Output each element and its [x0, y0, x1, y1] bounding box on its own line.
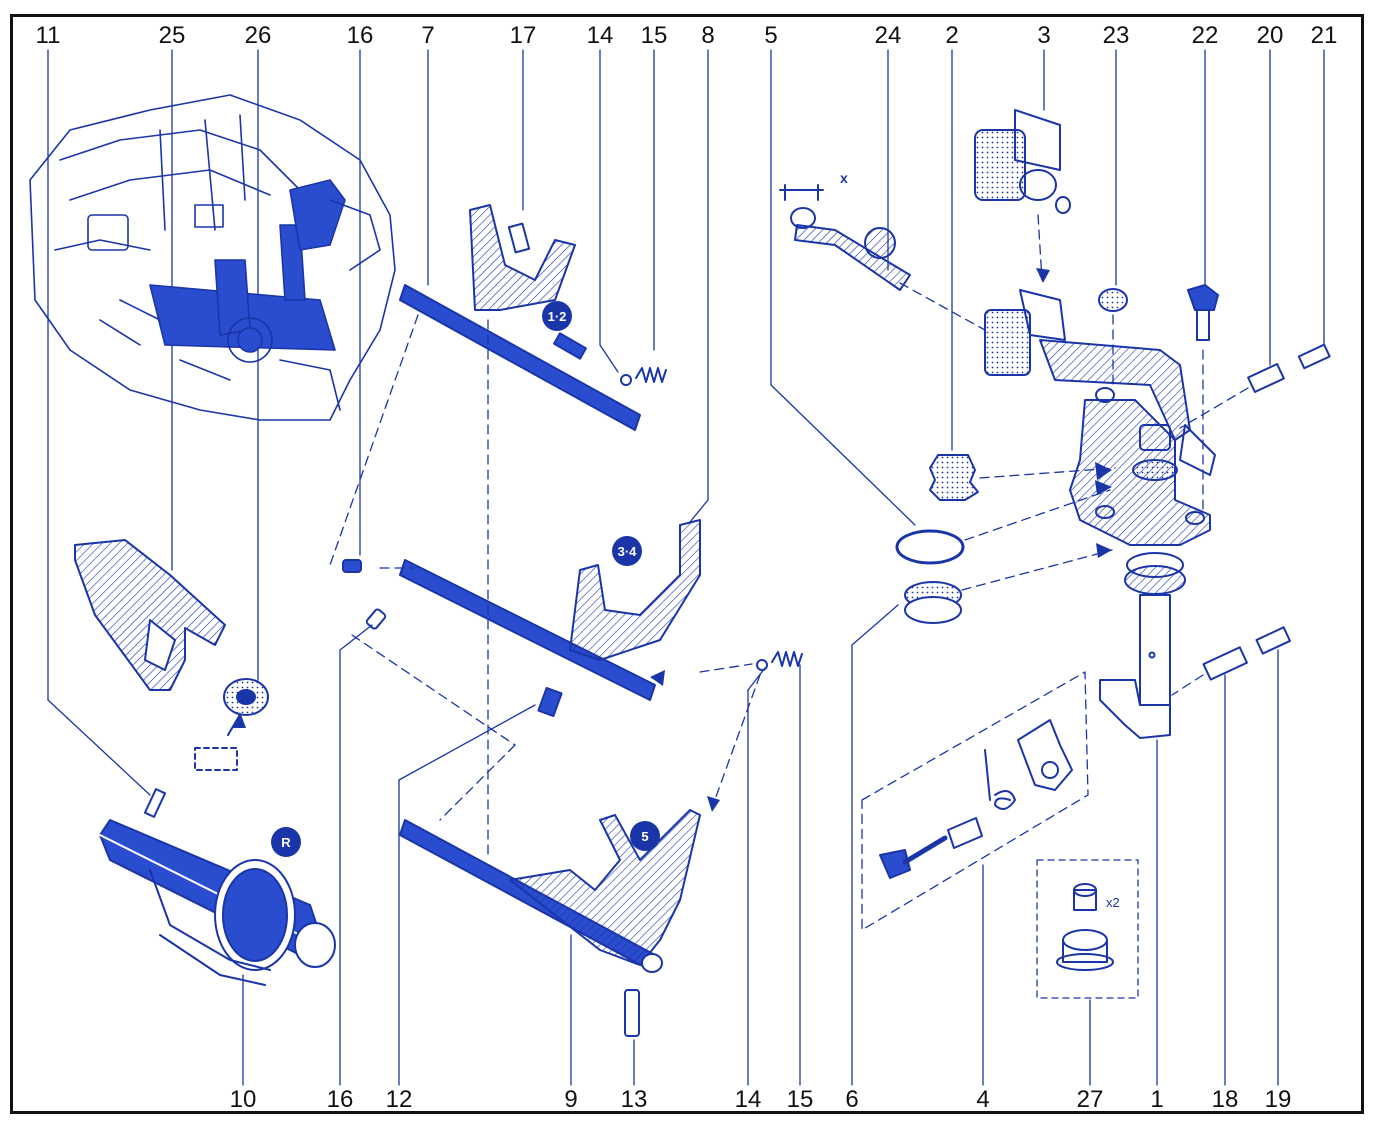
callout-20-top: 20 — [1256, 22, 1284, 49]
callout-15-top: 15 — [640, 22, 668, 49]
badge-third-fourth: 3·4 — [612, 536, 642, 566]
callout-9-bottom: 9 — [564, 1086, 578, 1113]
part-20-21-pins — [1179, 343, 1331, 429]
callout-8-top: 8 — [701, 22, 715, 49]
dimension-x-label: x — [840, 170, 848, 186]
callout-26-top: 26 — [244, 22, 272, 49]
part-7-first-second-fork — [399, 204, 641, 431]
callout-2-top: 2 — [945, 22, 959, 49]
detent-spring-top — [620, 367, 667, 386]
callout-14-bottom: 14 — [734, 1086, 762, 1113]
callout-27-bottom: 27 — [1076, 1086, 1104, 1113]
callout-24-top: 24 — [874, 22, 902, 49]
callout-6-bottom: 6 — [845, 1086, 859, 1113]
leader-lines-top — [47, 49, 1325, 796]
part-1-selector-shaft — [1099, 552, 1186, 739]
part-23-bushing — [1098, 288, 1128, 386]
callout-3-top: 3 — [1037, 22, 1051, 49]
leader-lines-bottom — [242, 604, 1279, 1086]
part-16-interlock-pins — [342, 559, 387, 630]
callout-11-top: 11 — [35, 22, 61, 49]
callout-16-top: 16 — [346, 22, 374, 49]
gearbox-casing-illustration — [29, 94, 396, 421]
part-8-third-fourth-fork — [399, 519, 701, 718]
part-5-o-ring — [895, 489, 1111, 565]
badge-third-fourth-text: 3·4 — [618, 544, 638, 559]
part-26-bush — [194, 678, 269, 771]
diagram-frame — [10, 14, 1364, 1114]
part-10-reverse-shaft — [99, 819, 336, 986]
arrowheads — [232, 268, 1112, 812]
callout-23-top: 23 — [1102, 22, 1130, 49]
badge-first-second-text: 1·2 — [548, 309, 567, 324]
badge-reverse-text: R — [281, 835, 291, 850]
callout-13-bottom: 13 — [620, 1086, 648, 1113]
callout-1-bottom: 1 — [1150, 1086, 1164, 1113]
callout-17-top: 17 — [509, 22, 537, 49]
part-2-rubber-boot — [929, 454, 1116, 501]
callout-7-top: 7 — [421, 22, 435, 49]
quantity-x2-label: x2 — [1106, 895, 1120, 910]
badge-fifth: 5 — [630, 821, 660, 851]
callout-25-top: 25 — [158, 22, 186, 49]
part-4-spring-kit — [861, 671, 1089, 931]
part-22-bolt — [1187, 284, 1219, 511]
callout-12-bottom: 12 — [385, 1086, 413, 1113]
badge-reverse: R — [271, 827, 301, 857]
callout-4-bottom: 4 — [976, 1086, 990, 1113]
part-24-link-rod — [779, 184, 986, 331]
badge-first-second: 1·2 — [542, 301, 572, 331]
callout-5-top: 5 — [764, 22, 778, 49]
badge-fifth-text: 5 — [641, 829, 648, 844]
callout-22-top: 22 — [1191, 22, 1219, 49]
callout-15-bottom: 15 — [786, 1086, 814, 1113]
callout-10-bottom: 10 — [229, 1086, 257, 1113]
part-11-roll-pin — [143, 788, 167, 818]
callout-14-top: 14 — [586, 22, 614, 49]
callout-16-bottom: 16 — [326, 1086, 354, 1113]
part-18-19-pins — [1171, 626, 1291, 696]
selector-lever-assembly — [984, 289, 1216, 546]
callout-21-top: 21 — [1310, 22, 1338, 49]
callout-18-bottom: 18 — [1211, 1086, 1239, 1113]
part-13-pin — [624, 989, 640, 1037]
interlock-dash-lines — [329, 314, 761, 856]
part-3-ball-joint — [974, 109, 1071, 281]
part-25-selector-plate — [74, 539, 226, 691]
detent-spring-middle — [756, 651, 803, 671]
part-27-bush-kit — [1036, 859, 1139, 999]
callout-19-bottom: 19 — [1264, 1086, 1292, 1113]
part-6-bush — [904, 549, 1113, 624]
